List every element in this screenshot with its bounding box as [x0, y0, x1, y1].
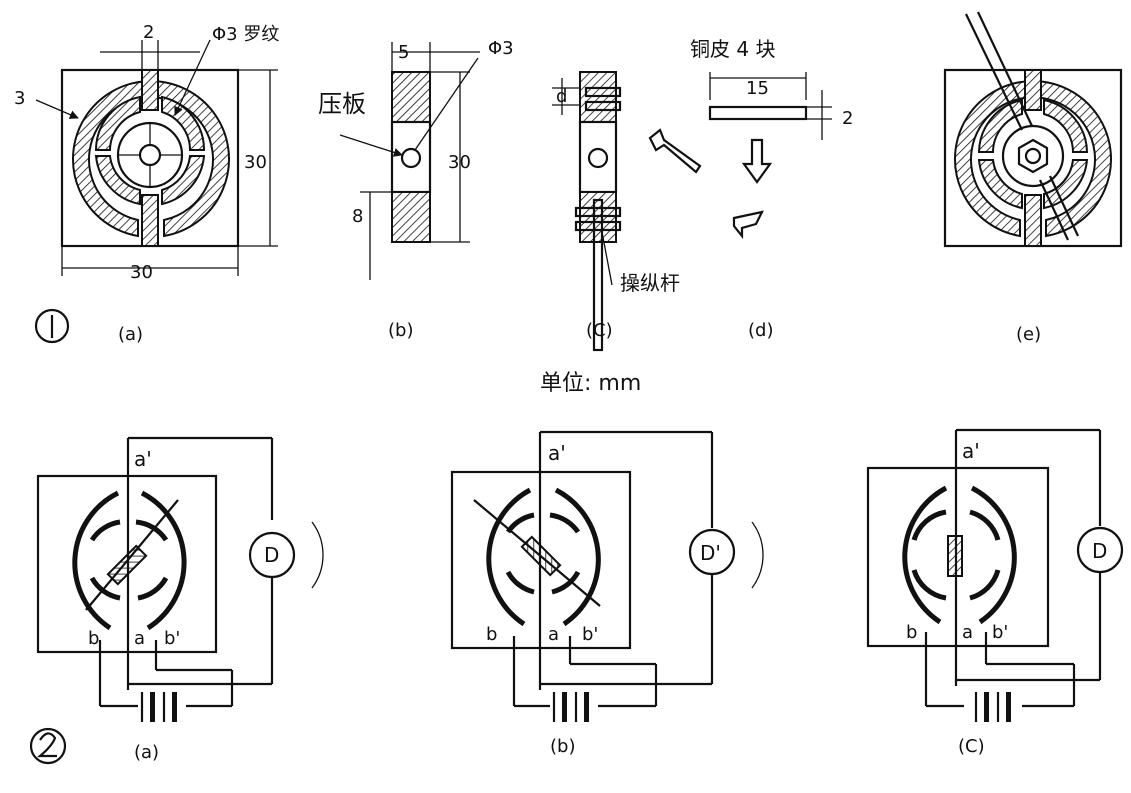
- term-top-b: a': [548, 441, 566, 465]
- dim-width-a: 30: [130, 262, 153, 283]
- unit-label: 单位: mm: [540, 371, 641, 396]
- dim-height-a: 30: [244, 152, 267, 173]
- motor-c: D: [1092, 539, 1107, 563]
- motor-b: D': [700, 541, 721, 565]
- panel-label-2c: (C): [958, 736, 985, 757]
- motor-a: D: [264, 543, 279, 567]
- dim-ring: 3: [14, 88, 25, 109]
- dim-bottom-b: 8: [352, 206, 363, 227]
- term-right-c: b': [992, 622, 1008, 643]
- dim-length: 15: [746, 78, 769, 99]
- term-left-b: b: [486, 624, 497, 645]
- label-plate: 压板: [318, 90, 366, 118]
- panel-label-2a: (a): [134, 742, 159, 763]
- panel-label-1b: (b): [388, 320, 413, 341]
- fig1-panel-d: 铜皮 4 块 15 2 (d): [648, 37, 853, 341]
- term-mid-b: a: [548, 624, 559, 645]
- fig1-panel-a: 2 Φ3 罗纹 3 30 30 (a): [14, 22, 279, 345]
- fig2-panel-a: a' b a b' D (a): [36, 436, 324, 763]
- dim-height-b: 30: [448, 152, 471, 173]
- panel-label-1c: (C): [586, 320, 613, 341]
- term-right-b: b': [582, 624, 598, 645]
- dim-thick: 2: [842, 108, 853, 129]
- term-mid-a: a: [134, 628, 145, 649]
- term-top-a: a': [134, 447, 152, 471]
- dim-hole: Φ3: [488, 38, 514, 59]
- fig1-panel-c: d 操纵杆 (C): [552, 71, 680, 352]
- dim-slot: 2: [143, 22, 154, 43]
- term-top-c: a': [962, 439, 980, 463]
- term-mid-c: a: [962, 622, 973, 643]
- fig2-panel-c: a' b a b' D (C): [866, 428, 1124, 757]
- term-left-a: b: [88, 628, 99, 649]
- label-lever: 操纵杆: [620, 271, 680, 295]
- term-left-c: b: [906, 622, 917, 643]
- panel-label-1a: (a): [118, 324, 143, 345]
- panel-label-1e: (e): [1016, 324, 1041, 345]
- panel-label-1d: (d): [748, 320, 773, 341]
- dim-thickness: 5: [398, 42, 409, 63]
- panel-label-2b: (b): [550, 736, 575, 757]
- fig1-panel-e: (e): [943, 11, 1123, 345]
- dim-d: d: [556, 86, 567, 107]
- fig2-panel-b: a' b a b' D' (b): [450, 430, 764, 757]
- dim-thread: Φ3 罗纹: [212, 24, 279, 45]
- copper-title: 铜皮 4 块: [690, 37, 775, 61]
- fig1-panel-b: 5 Φ3 压板 30 8 (b): [318, 38, 514, 341]
- fig2-number: [29, 727, 67, 765]
- term-right-a: b': [164, 628, 180, 649]
- fig1-number: [34, 308, 70, 344]
